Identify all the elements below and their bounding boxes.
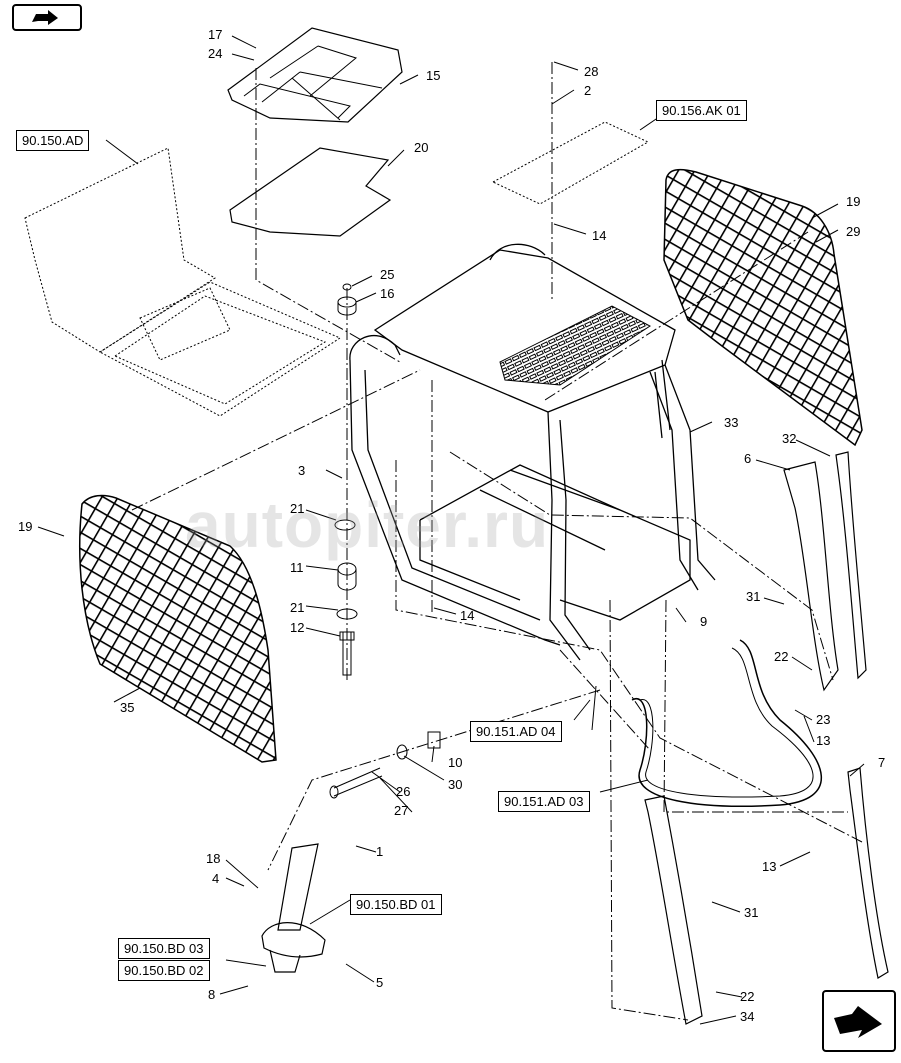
construction-lines	[131, 62, 863, 1021]
ref-box[interactable]: 90.150.BD 02	[118, 960, 210, 981]
part-number: 18	[206, 851, 221, 866]
ref-box[interactable]: 90.150.BD 03	[118, 938, 210, 959]
roof-panel	[491, 121, 650, 205]
part-number: 19	[18, 519, 33, 534]
back-arrow-icon[interactable]	[12, 4, 82, 31]
part-number: 6	[744, 451, 752, 466]
part-number: 8	[208, 987, 216, 1002]
part-number: 21	[290, 501, 305, 516]
screen-35	[79, 494, 277, 763]
part-number: 34	[740, 1009, 755, 1024]
bolt-27	[333, 767, 383, 797]
part-number: 21	[290, 600, 305, 615]
watermark: autopiter.ru	[185, 489, 550, 561]
part-number: 4	[212, 871, 220, 886]
part-number: 12	[290, 620, 305, 635]
part-number: 13	[816, 733, 831, 748]
harness-hose	[631, 639, 823, 807]
part-number: 9	[700, 614, 708, 629]
part-number: 20	[414, 140, 429, 155]
trim-32	[835, 451, 867, 680]
part-number: 3	[298, 463, 306, 478]
next-page-arrow-icon[interactable]	[822, 990, 896, 1052]
ref-box[interactable]: 90.151.AD 03	[498, 791, 590, 812]
part-number: 14	[592, 228, 607, 243]
roof-grille	[499, 305, 651, 386]
part-number: 22	[740, 989, 755, 1004]
part-number: 32	[782, 431, 797, 446]
ref-box[interactable]: 90.150.BD 01	[350, 894, 442, 915]
part-number: 16	[380, 286, 395, 301]
part-number: 25	[380, 267, 395, 282]
floor-mat	[24, 147, 342, 417]
screen-29	[663, 168, 863, 447]
part-number: 1	[376, 844, 384, 859]
part-number: 15	[426, 68, 441, 83]
seat-linkage	[261, 843, 326, 973]
part-number: 17	[208, 27, 223, 42]
part-number: 10	[448, 755, 463, 770]
part-number: 2	[584, 83, 592, 98]
part-number: 5	[376, 975, 384, 990]
isolator-stack	[334, 283, 358, 676]
trim-34	[644, 795, 703, 1025]
part-number: 33	[724, 415, 739, 430]
part-number: 31	[744, 905, 759, 920]
leader-lines	[37, 35, 865, 1025]
part-number: 28	[584, 64, 599, 79]
part-number: 24	[208, 46, 223, 61]
mounting-plate-20	[229, 147, 392, 237]
trim-7	[847, 767, 889, 979]
ref-box[interactable]: 90.150.AD	[16, 130, 90, 151]
ref-box[interactable]: 90.151.AD 04	[470, 721, 562, 742]
part-number: 11	[290, 560, 304, 575]
part-number: 31	[746, 589, 761, 604]
part-number: 22	[774, 649, 789, 664]
part-number: 27	[394, 803, 409, 818]
ref-box[interactable]: 90.156.AK 01	[656, 100, 747, 121]
cab-frame-33	[349, 243, 716, 661]
part-number: 30	[448, 777, 463, 792]
part-number: 14	[460, 608, 475, 623]
part-number: 35	[120, 700, 135, 715]
part-number: 13	[762, 859, 777, 874]
part-number: 26	[396, 784, 411, 799]
part-number: 29	[846, 224, 861, 239]
trim-6	[783, 461, 839, 692]
part-number: 23	[816, 712, 831, 727]
floor-plate-15	[227, 27, 403, 123]
part-number: 19	[846, 194, 861, 209]
part-number: 7	[878, 755, 886, 770]
